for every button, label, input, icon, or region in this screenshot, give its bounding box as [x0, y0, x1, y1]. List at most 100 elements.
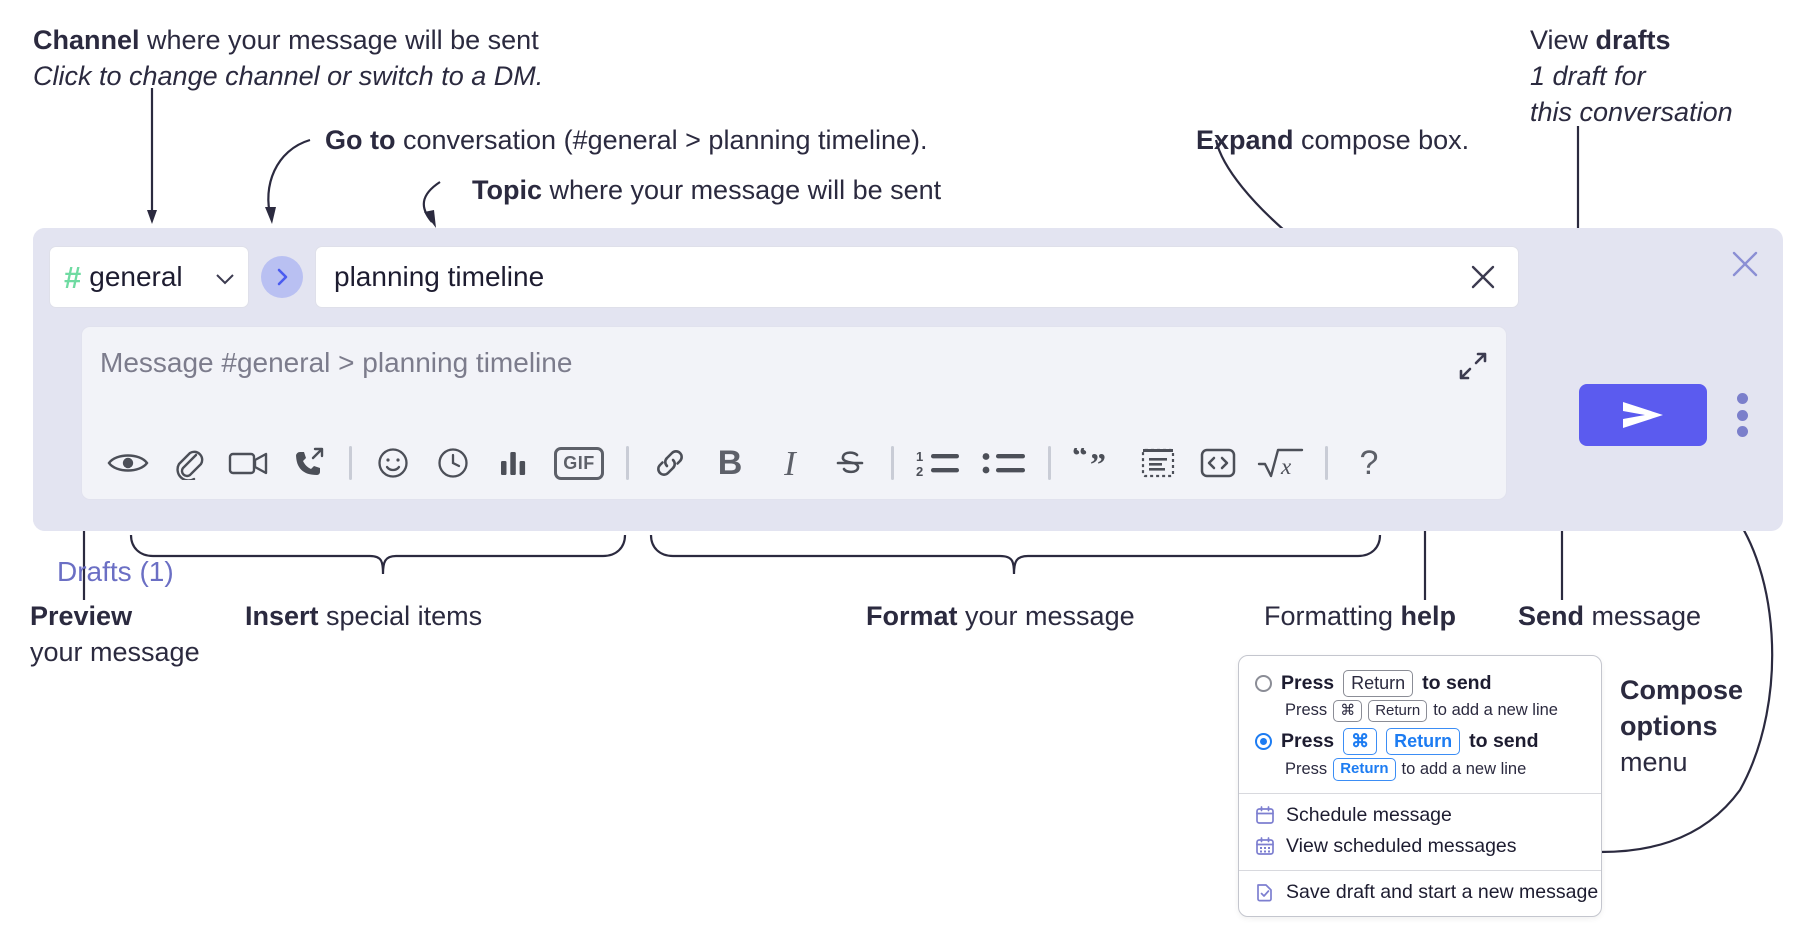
annotation-help-pre: Formatting: [1264, 601, 1401, 631]
poll-bar-chart-icon[interactable]: [483, 434, 543, 492]
svg-text:2: 2: [916, 464, 923, 478]
send-option-return-sub: Press ⌘ Return to add a new line: [1239, 699, 1601, 727]
annotation-drafts-sub1: 1 draft for: [1530, 61, 1646, 91]
annotation-preview-line2: your message: [30, 637, 200, 667]
annotation-format-bold: Format: [866, 601, 958, 631]
option-1-post: to send: [1422, 671, 1492, 694]
annotation-drafts-pre: View: [1530, 25, 1596, 55]
topic-input[interactable]: planning timeline: [315, 246, 1519, 308]
compose-right-panel: [1557, 228, 1783, 531]
attachment-icon[interactable]: [158, 434, 218, 492]
annotation-help-bold: help: [1400, 601, 1457, 631]
code-block-icon[interactable]: [1128, 434, 1188, 492]
annotation-expand: Expand compose box.: [1196, 122, 1469, 158]
key-return: Return: [1343, 670, 1414, 697]
option-2-post: to send: [1469, 730, 1539, 752]
menu-divider: [1239, 869, 1601, 871]
compose-options-menu-button[interactable]: [1735, 393, 1749, 437]
annotation-expand-rest: compose box.: [1293, 125, 1470, 155]
gif-label: GIF: [554, 446, 604, 480]
menu-divider: [1239, 792, 1601, 794]
send-option-return[interactable]: Press Return to send: [1239, 668, 1601, 699]
gif-icon[interactable]: GIF: [543, 434, 615, 492]
toolbar-separator: [1325, 446, 1328, 480]
blockquote-icon[interactable]: “ ”: [1062, 434, 1128, 492]
goto-conversation-button[interactable]: [261, 256, 303, 298]
annotation-preview-line1: Preview: [30, 601, 133, 631]
menu-item-label: Save draft and start a new message: [1286, 880, 1599, 903]
drafts-link[interactable]: Drafts (1): [57, 556, 174, 587]
menu-item-label: Schedule message: [1286, 803, 1452, 826]
option-1-pre: Press: [1281, 671, 1335, 694]
annotation-format-rest: your message: [957, 601, 1135, 631]
bullet-list-icon[interactable]: [971, 434, 1037, 492]
menu-item-schedule-message[interactable]: Schedule message: [1239, 800, 1601, 831]
close-icon[interactable]: [1468, 262, 1498, 292]
audio-call-icon[interactable]: [278, 434, 338, 492]
channel-selector[interactable]: # general: [49, 246, 249, 308]
calendar-icon: [1255, 805, 1275, 825]
send-button[interactable]: [1579, 384, 1707, 446]
compose-options-dropdown: Press Return to send Press ⌘ Return to a…: [1238, 655, 1602, 917]
help-icon[interactable]: ?: [1339, 434, 1399, 492]
chevron-right-icon: [277, 268, 288, 286]
strikethrough-icon[interactable]: [820, 434, 880, 492]
kebab-dot: [1736, 426, 1748, 437]
ordered-list-icon[interactable]: 1 2: [905, 434, 971, 492]
chevron-down-icon: [216, 272, 234, 284]
annotation-drafts-sub2: this conversation: [1530, 97, 1733, 127]
annotation-send-bold: Send: [1518, 601, 1585, 631]
annotation-insert-bold: Insert: [245, 601, 319, 631]
annotation-channel-rest: where your message will be sent: [139, 25, 539, 55]
option-2-sub-post: to add a new line: [1401, 759, 1527, 778]
bold-label: B: [717, 444, 743, 482]
annotation-compose-line1: Compose: [1620, 675, 1744, 705]
menu-item-save-draft[interactable]: Save draft and start a new message: [1239, 877, 1601, 908]
radio-unselected-icon: [1255, 674, 1272, 692]
italic-icon[interactable]: I: [760, 434, 820, 492]
bold-icon[interactable]: B: [700, 434, 760, 492]
menu-item-view-scheduled[interactable]: View scheduled messages: [1239, 831, 1601, 862]
panel-close-icon[interactable]: [1729, 248, 1761, 280]
italic-label: I: [784, 443, 796, 483]
svg-text:“: “: [1072, 448, 1088, 473]
radio-selected-icon: [1255, 733, 1272, 750]
expand-icon[interactable]: [1458, 351, 1488, 381]
annotation-send-rest: message: [1584, 601, 1702, 631]
toolbar-separator: [626, 446, 629, 480]
annotation-preview: Preview your message: [30, 598, 200, 670]
annotation-topic-bold: Topic: [472, 175, 542, 205]
key-return: Return: [1386, 728, 1461, 755]
annotation-compose-line2: options: [1620, 711, 1718, 741]
emoji-icon[interactable]: [363, 434, 423, 492]
hash-icon: #: [64, 259, 82, 295]
toolbar-separator: [891, 446, 894, 480]
preview-icon[interactable]: [98, 434, 158, 492]
reminder-clock-icon[interactable]: [423, 434, 483, 492]
key-command: ⌘: [1333, 699, 1363, 723]
send-option-cmd-return[interactable]: Press ⌘ Return to send: [1239, 726, 1601, 757]
kebab-dot: [1736, 409, 1748, 421]
video-icon[interactable]: [218, 434, 278, 492]
kebab-dot: [1736, 393, 1748, 404]
link-icon[interactable]: [640, 434, 700, 492]
svg-text:x: x: [1280, 454, 1292, 479]
annotation-send: Send message: [1518, 598, 1701, 634]
message-placeholder: Message #general > planning timeline: [100, 347, 573, 378]
annotation-insert-rest: special items: [318, 601, 483, 631]
annotation-topic: Topic where your message will be sent: [472, 172, 941, 208]
key-return: Return: [1333, 757, 1396, 781]
compose-main: # general planning timeline: [33, 228, 1557, 531]
message-input-card[interactable]: Message #general > planning timeline: [81, 326, 1507, 500]
annotation-compose-line3: menu: [1620, 747, 1688, 777]
inline-code-icon[interactable]: [1188, 434, 1248, 492]
calendar-grid-icon: [1255, 836, 1275, 856]
annotation-expand-bold: Expand: [1196, 125, 1294, 155]
annotation-goto: Go to conversation (#general > planning …: [325, 122, 928, 158]
annotation-format: Format your message: [866, 598, 1135, 634]
annotation-drafts: View drafts 1 draft for this conversatio…: [1530, 22, 1733, 130]
toolbar-separator: [349, 446, 352, 480]
option-1-sub-pre: Press: [1285, 701, 1328, 720]
math-icon[interactable]: x: [1248, 434, 1314, 492]
save-draft-icon: [1255, 882, 1275, 902]
